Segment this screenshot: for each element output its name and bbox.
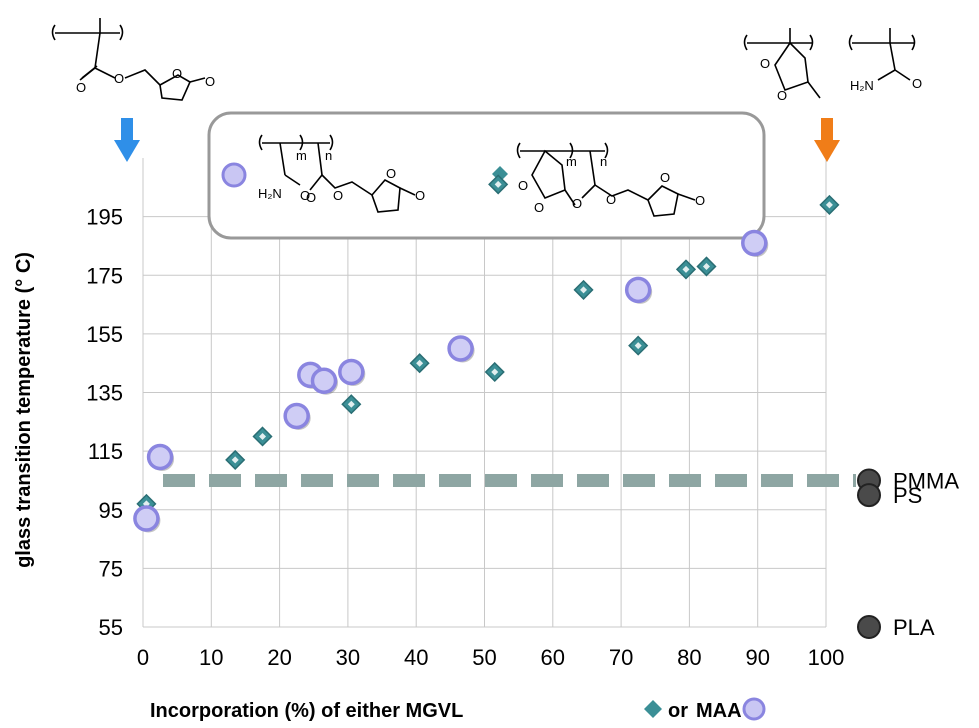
x-tick-label: 50 [472,645,496,670]
y-tick-label: 75 [99,556,123,581]
x-tick-label: 70 [609,645,633,670]
x-axis-label-maa: MAA [696,700,742,722]
svg-text:O: O [760,56,770,71]
copolymer-inset-box: H₂N m n O O O O O m n O O O O O O [207,111,766,240]
mgvl-diamond-point-center [491,368,499,376]
svg-text:O: O [205,74,215,89]
y-axis-label: glass transition temperature (° C) [13,252,35,568]
mgvl-diamond-point-center [682,265,690,273]
mgvl-diamond-point-center [494,180,502,188]
maa-circle-point [146,443,174,471]
right-arrow-icon [814,118,840,162]
y-tick-label: 95 [99,498,123,523]
x-axis-label: Incorporation (%) of either MGVL or MAA [150,697,766,722]
svg-text:O: O [777,88,787,103]
svg-text:O: O [300,188,310,203]
mgvl-diamond-point-center [580,286,588,294]
y-tick-label: 135 [86,381,123,406]
mgvl-diamond-point-center [702,262,710,270]
x-tick-label: 10 [199,645,223,670]
x-axis-label-or: or [668,700,688,722]
subscript-n: n [325,148,332,163]
svg-text:O: O [606,192,616,207]
svg-text:O: O [912,76,922,91]
reference-point-ps [857,483,881,508]
x-tick-label: 30 [336,645,360,670]
svg-text:O: O [534,200,544,215]
svg-text:O: O [76,80,86,95]
maa-circle-point [133,505,160,532]
x-axis-label-text: Incorporation (%) of either MGVL [150,700,463,722]
x-label-diamond-marker [644,700,662,718]
maa-circle-point [283,402,310,430]
svg-text:O: O [572,196,582,211]
copolymer-structure-2 [516,142,696,217]
y-tick-label: 175 [86,263,123,288]
svg-text:O: O [172,66,182,81]
subscript-m-2: m [566,154,577,169]
inset-circle-marker [221,162,247,188]
x-tick-label: 60 [541,645,565,670]
mgvl-diamond-point-center [416,359,424,367]
y-tick-label: 115 [88,439,123,464]
svg-text:O: O [386,166,396,181]
right-monomer-structures [743,28,916,99]
y-tick-labels: 55 75 95 115 135 155 175 195 [86,205,123,640]
svg-text:O: O [415,188,425,203]
reference-point-pla [857,615,881,639]
maa-circle-point [310,367,338,395]
x-tick-label: 90 [745,645,769,670]
left-arrow-icon [114,118,140,162]
y-tick-label: 155 [86,322,123,347]
maa-circle-point [741,229,768,257]
x-tick-label: 20 [267,645,291,670]
svg-text:O: O [695,193,705,208]
mgvl-diamond-point-center [259,432,267,440]
reference-label-ps: PS [893,483,922,508]
mgvl-diamond-point-center [347,400,355,408]
copolymer-structure-1 [258,134,416,213]
y-tick-label: 195 [86,205,123,230]
x-tick-label: 80 [677,645,701,670]
x-tick-label: 40 [404,645,428,670]
amine-label: H₂N [850,78,874,93]
maa-circle-point [338,358,365,386]
subscript-m: m [296,148,307,163]
mgvl-monomer-structure [51,18,206,101]
mgvl-diamond-point-center [231,456,239,464]
svg-text:O: O [518,178,528,193]
svg-text:O: O [333,188,343,203]
maa-circle-point [624,276,652,304]
mgvl-diamond-point-center [825,201,833,209]
reference-label-pla: PLA [893,615,935,640]
svg-text:O: O [306,190,316,205]
x-tick-labels: 0 10 20 30 40 50 60 70 80 90 100 [137,645,844,670]
right-monomer-atoms: O O O H₂N [760,56,922,103]
data-points [133,174,840,533]
inset-amine-label: H₂N [258,186,282,201]
reference-label-pmma: PMMA [893,468,959,493]
x-label-circle-marker [742,697,766,721]
maa-circle-point [447,335,474,362]
x-tick-label: 0 [137,645,149,670]
svg-text:O: O [114,71,124,86]
x-tick-label: 100 [808,645,845,670]
y-tick-label: 55 [99,615,123,640]
mgvl-diamond-point-center [634,342,642,350]
subscript-n-2: n [600,154,607,169]
mgvl-monomer-atoms: O O O O [76,66,215,95]
svg-text:O: O [660,170,670,185]
